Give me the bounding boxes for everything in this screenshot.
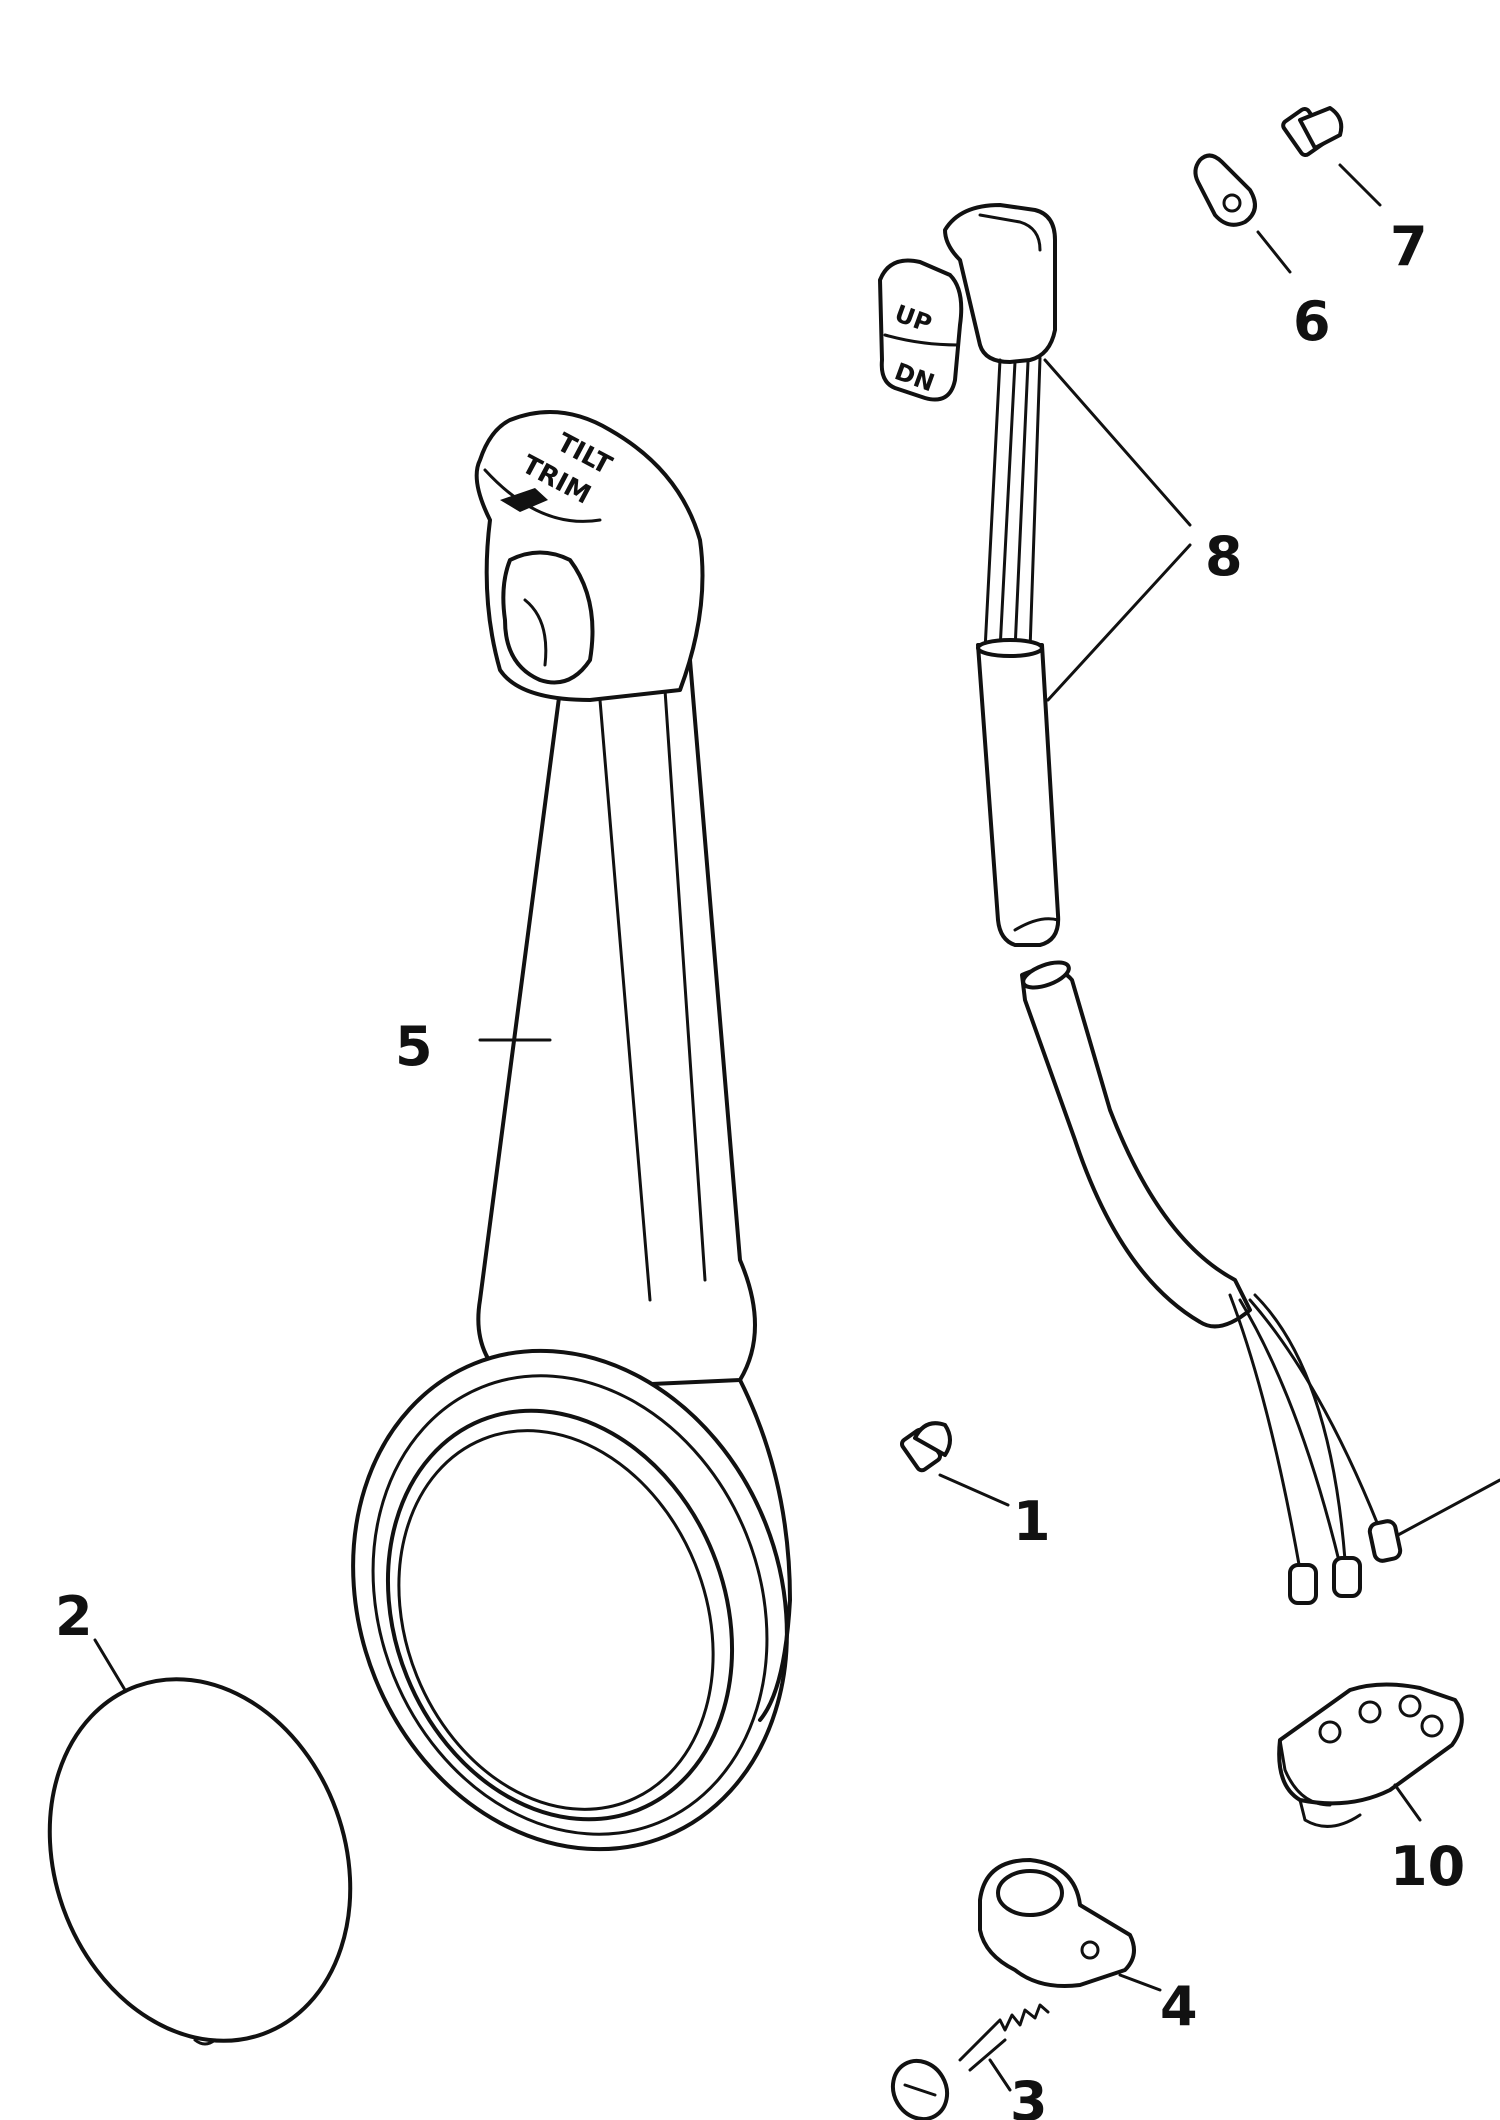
switch-harness-part-8: UP DN	[878, 203, 1403, 1605]
callout-8: 8	[1205, 525, 1243, 588]
clamp-part-4	[978, 1858, 1136, 1988]
screw-part-7	[1281, 106, 1344, 158]
lens-cover-part-2	[47, 1677, 353, 2046]
wood-screw-part-3	[890, 2003, 1050, 2120]
control-handle-part-5: TILT TRIM	[351, 410, 792, 1852]
callout-labels: 7 6 8 5 1 2 10 4 3	[55, 215, 1465, 2120]
callout-6: 6	[1293, 290, 1331, 353]
terminal-part-6	[1193, 153, 1257, 227]
leader-lines	[93, 163, 1500, 2092]
callout-7: 7	[1390, 215, 1428, 278]
callout-10: 10	[1390, 1835, 1465, 1898]
callout-3: 3	[1010, 2070, 1048, 2120]
terminal-block-part-10	[1277, 1682, 1464, 1828]
callout-5: 5	[395, 1015, 433, 1078]
screw-part-1	[899, 1421, 952, 1473]
callout-2: 2	[55, 1585, 93, 1648]
callout-4: 4	[1160, 1975, 1198, 2038]
callout-1: 1	[1013, 1490, 1051, 1553]
